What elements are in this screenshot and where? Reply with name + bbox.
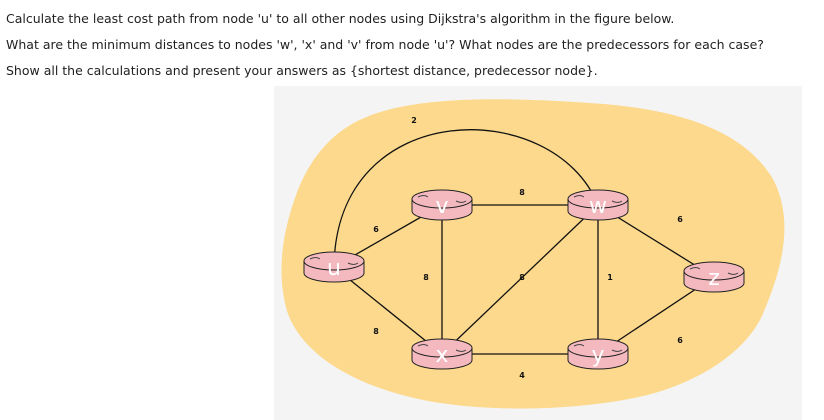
edge-u-w	[333, 129, 599, 268]
router-node-u: u	[303, 251, 365, 283]
router-node-z: z	[683, 261, 745, 293]
edge-weight-x-w: 8	[519, 273, 525, 282]
edge-weight-u-v: 6	[373, 225, 379, 234]
question-line-3: Show all the calculations and present yo…	[6, 63, 598, 78]
edge-x-w	[441, 204, 599, 355]
node-label-v: v	[435, 194, 448, 219]
network-cloud	[281, 99, 785, 409]
router-node-y: y	[567, 338, 629, 370]
router-node-w: w	[567, 189, 629, 221]
edge-weight-u-x: 8	[373, 327, 379, 336]
node-label-y: y	[591, 343, 604, 368]
network-graph: 2 6 8 8 8 8 1 6 4 6 u v w x y z	[274, 86, 802, 420]
node-label-z: z	[708, 266, 720, 291]
router-node-x: x	[411, 338, 473, 370]
edge-weight-v-x: 8	[423, 273, 429, 282]
question-line-1: Calculate the least cost path from node …	[6, 11, 675, 26]
edge-u-x	[333, 266, 443, 355]
edge-weight-u-w: 2	[411, 116, 417, 125]
edge-weight-x-y: 4	[519, 371, 525, 380]
edge-weight-v-w: 8	[519, 188, 525, 197]
edge-weight-w-y: 1	[607, 273, 613, 282]
node-label-w: w	[589, 194, 607, 219]
question-text: Calculate the least cost path from node …	[6, 6, 816, 84]
question-line-2: What are the minimum distances to nodes …	[6, 37, 764, 52]
edge-weight-w-z: 6	[677, 215, 683, 224]
router-node-v: v	[411, 189, 473, 221]
edge-weight-y-z: 6	[677, 336, 683, 345]
node-label-x: x	[435, 343, 448, 368]
network-graph-figure: 2 6 8 8 8 8 1 6 4 6 u v w x y z	[274, 86, 802, 420]
node-label-u: u	[327, 256, 341, 281]
